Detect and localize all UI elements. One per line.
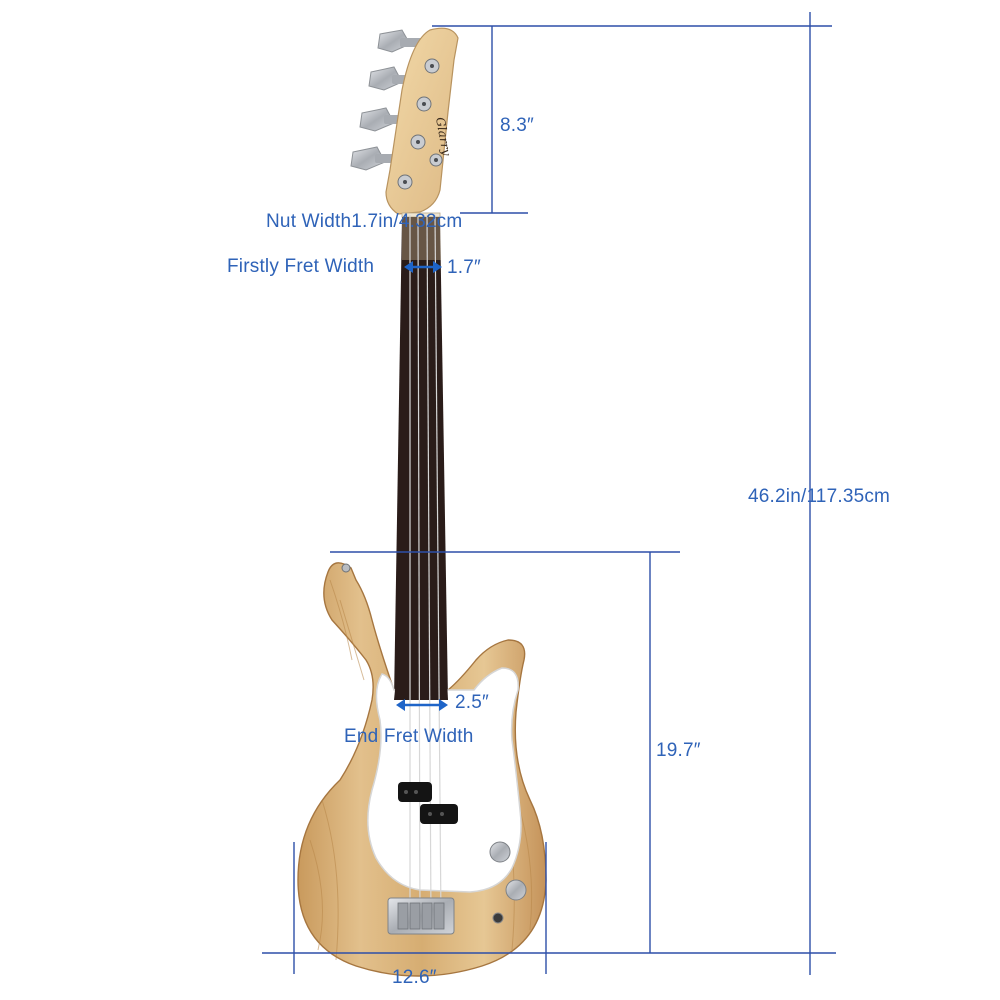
dimension-lines — [262, 12, 836, 975]
control-knobs — [489, 841, 527, 901]
nut-width-label: Nut Width1.7in/4.32cm — [266, 211, 463, 232]
first-fret-width-value: 1.7″ — [447, 257, 481, 278]
body-width-label: 12.6″ — [392, 967, 437, 988]
first-fret-width-label: Firstly Fret Width — [227, 256, 375, 277]
pickguard — [367, 667, 522, 893]
bridge — [387, 897, 455, 935]
fretboard — [394, 217, 448, 700]
tuner-keys — [350, 29, 426, 171]
headstock-length-label: 8.3″ — [500, 115, 534, 136]
end-fret-width-value: 2.5″ — [455, 692, 489, 713]
output-jack — [492, 912, 504, 924]
body-length-label: 19.7″ — [656, 740, 701, 761]
total-length-label: 46.2in/117.35cm — [748, 486, 891, 507]
first-fret-arrow — [404, 261, 442, 273]
end-fret-arrow — [396, 699, 448, 711]
brand-logo: Glarry — [433, 116, 454, 157]
end-fret-width-label: End Fret Width — [344, 726, 474, 747]
pickup — [398, 782, 458, 824]
strap-button — [341, 563, 351, 573]
strings — [409, 214, 442, 921]
